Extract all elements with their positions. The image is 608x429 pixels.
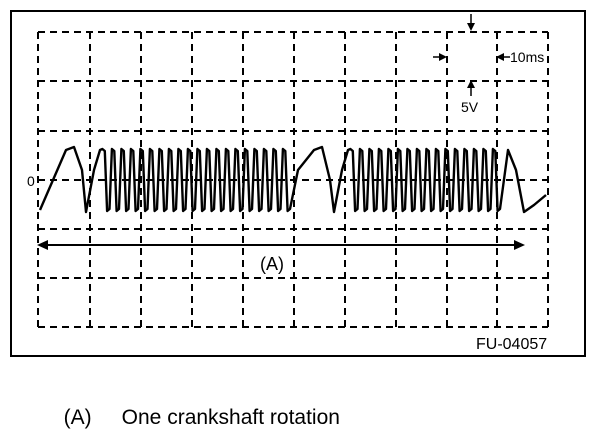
scope-grid: [37, 31, 549, 328]
scope-frame: [10, 10, 586, 357]
voltage-scale-label: 5V: [461, 99, 479, 115]
time-scale-label: 10ms: [510, 49, 544, 65]
rotation-span-arrow: [37, 240, 525, 250]
caption-marker: (A): [63, 406, 92, 429]
rotation-span-label: (A): [260, 254, 284, 274]
scale-indicator: [433, 14, 510, 96]
figure-id: FU-04057: [476, 336, 547, 353]
crank-signal-waveform: [38, 145, 547, 214]
zero-level-label: 0: [27, 173, 35, 189]
caption-text: One crankshaft rotation: [121, 406, 340, 429]
